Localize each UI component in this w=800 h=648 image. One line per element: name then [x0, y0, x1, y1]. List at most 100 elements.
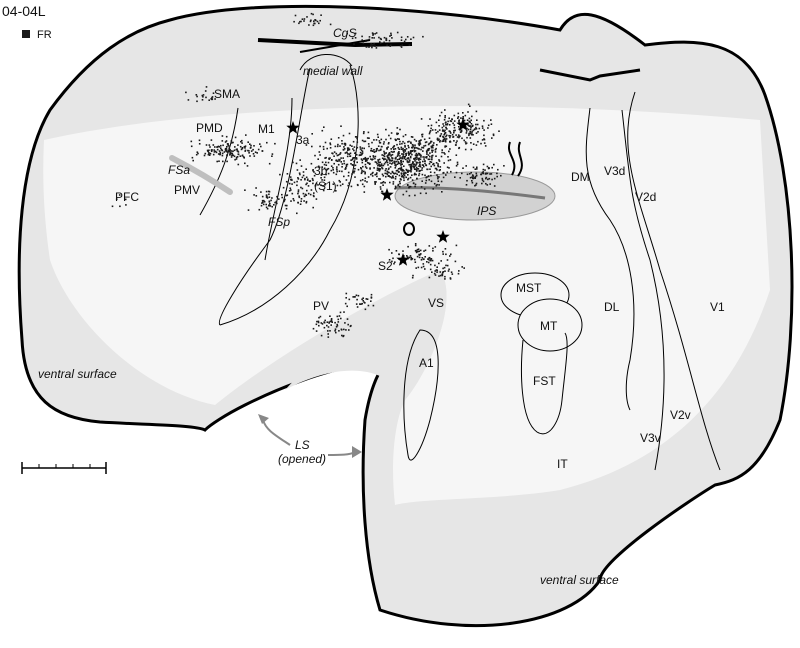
cell-dot — [353, 160, 355, 163]
cell-dot — [371, 150, 374, 152]
cell-dot — [221, 135, 224, 137]
cell-dot — [471, 115, 473, 118]
cell-dot — [400, 172, 403, 174]
cell-dot — [430, 124, 433, 127]
cell-dot — [481, 139, 484, 141]
cell-dot — [403, 177, 405, 179]
cell-dot — [370, 149, 372, 152]
cell-dot — [379, 42, 382, 44]
cell-dot — [438, 262, 440, 265]
cell-dot — [401, 142, 403, 145]
cell-dot — [361, 147, 364, 149]
cell-dot — [355, 303, 358, 305]
cell-dot — [222, 144, 224, 147]
cell-dot — [356, 141, 359, 143]
cell-dot — [384, 181, 386, 184]
cell-dot — [442, 129, 444, 131]
cell-dot — [394, 148, 397, 150]
cell-dot — [338, 160, 340, 162]
cell-dot — [412, 36, 415, 39]
cell-dot — [442, 136, 445, 138]
cell-dot — [419, 165, 422, 168]
cell-dot — [465, 142, 467, 145]
cell-dot — [385, 175, 387, 178]
cell-dot — [471, 176, 473, 178]
cell-dot — [345, 166, 347, 169]
cell-dot — [415, 147, 418, 149]
cell-dot — [426, 261, 428, 263]
cgs-sulcus-lower — [299, 39, 371, 53]
cell-dot — [425, 141, 428, 143]
cell-dot — [237, 151, 240, 153]
cell-dot — [439, 169, 441, 171]
cell-dot — [419, 169, 421, 172]
cell-dot — [310, 162, 313, 165]
cell-dot — [337, 321, 340, 323]
cell-dot — [398, 138, 400, 140]
cell-dot — [374, 183, 376, 185]
cell-dot — [384, 172, 386, 175]
cell-dot — [446, 171, 449, 174]
cell-dot — [354, 164, 357, 167]
injection-star-icon — [456, 118, 470, 131]
cell-dot — [360, 158, 363, 160]
cell-dot — [397, 161, 400, 163]
cell-dot — [376, 163, 378, 165]
cell-dot — [268, 193, 270, 196]
cell-dot — [381, 157, 384, 160]
cell-dot — [248, 150, 250, 152]
cell-dot — [417, 158, 419, 160]
cell-dot — [407, 171, 409, 173]
cell-dot — [457, 272, 460, 275]
cell-dot — [407, 151, 410, 153]
cell-dot — [344, 168, 346, 170]
cell-dot — [461, 172, 463, 175]
cell-dot — [418, 141, 420, 143]
label-v3v: V3v — [640, 431, 661, 445]
cell-dot — [304, 177, 306, 180]
cell-dot — [261, 202, 263, 204]
cell-dot — [305, 183, 307, 186]
cell-dot — [424, 249, 427, 252]
cell-dot — [190, 140, 193, 143]
cell-dot — [269, 203, 271, 205]
cell-dot — [488, 177, 491, 180]
cell-dot — [300, 179, 302, 181]
cell-dot — [443, 138, 446, 140]
cell-dot — [428, 179, 430, 181]
cell-dot — [308, 24, 310, 26]
cell-dot — [435, 121, 438, 124]
cell-dot — [421, 169, 423, 171]
cell-dot — [115, 198, 118, 200]
cell-dot — [435, 167, 438, 170]
cell-dot — [370, 300, 372, 302]
cell-dot — [423, 145, 425, 147]
cell-dot — [444, 248, 447, 250]
cell-dot — [309, 20, 312, 23]
cell-dot — [447, 156, 449, 158]
cell-dot — [261, 150, 264, 152]
cell-dot — [440, 260, 442, 262]
cell-dot — [195, 153, 198, 156]
cell-dot — [487, 127, 489, 129]
cell-dot — [388, 160, 391, 162]
cell-dot — [378, 163, 380, 166]
cell-dot — [394, 172, 397, 175]
cell-dot — [389, 137, 392, 140]
cell-dot — [265, 194, 268, 197]
cell-dot — [224, 141, 227, 143]
cell-dot — [271, 205, 273, 208]
cell-dot — [400, 159, 402, 162]
cell-dot — [414, 185, 416, 188]
cell-dot — [305, 201, 308, 204]
cell-dot — [464, 148, 467, 151]
cell-dot — [412, 146, 414, 148]
cell-dot — [357, 168, 360, 171]
cell-dot — [330, 318, 333, 320]
cell-dot — [377, 169, 380, 171]
cell-dot — [190, 145, 193, 148]
cell-dot — [469, 132, 471, 135]
cell-dot — [365, 40, 367, 42]
cell-dot — [404, 134, 407, 136]
cell-dot — [436, 176, 439, 178]
